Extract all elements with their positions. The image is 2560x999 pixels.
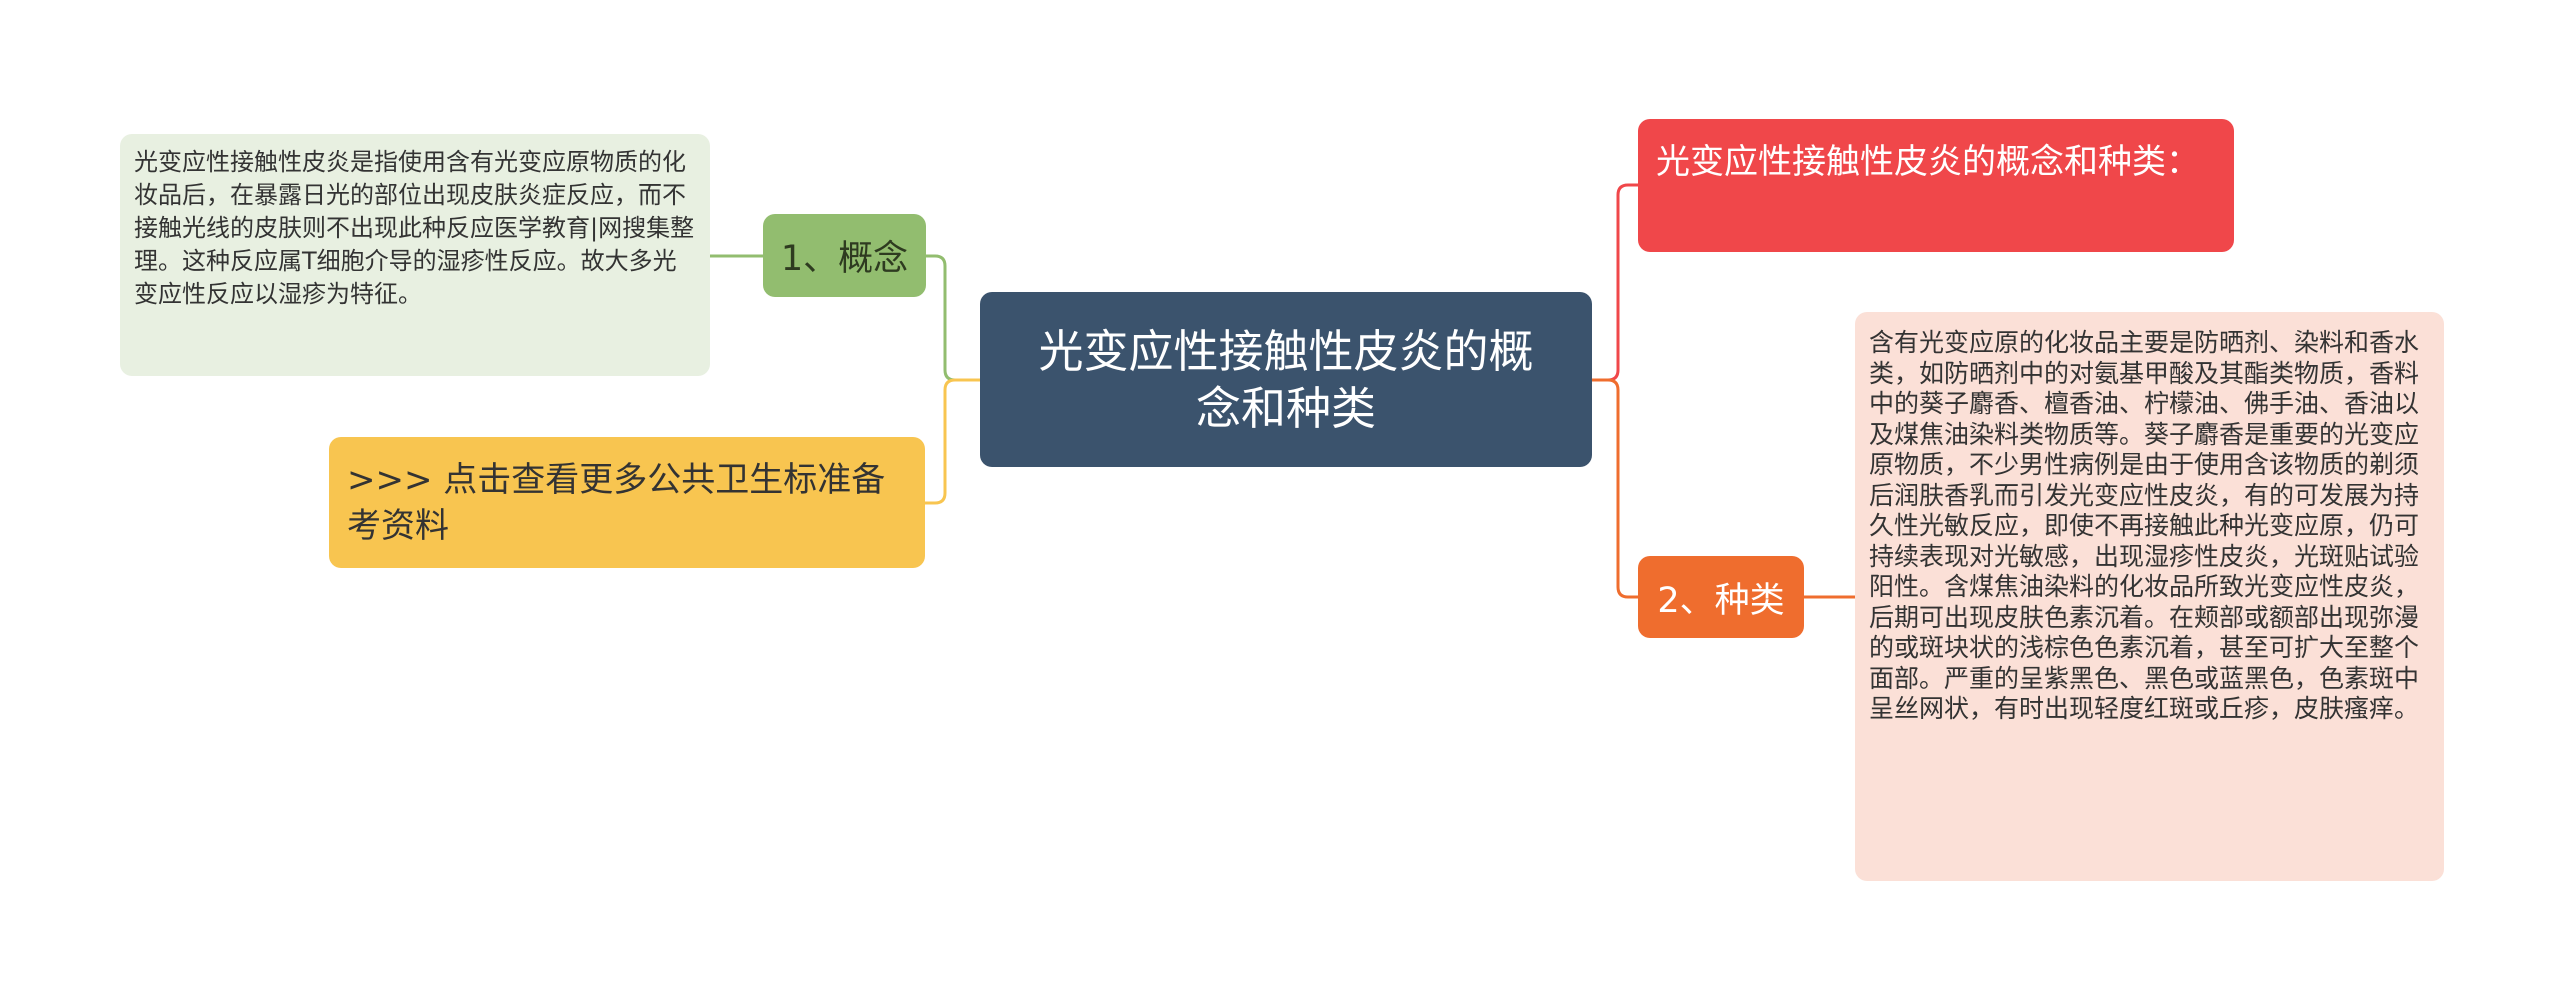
connector-center-more <box>925 378 980 505</box>
more-resources-link[interactable]: >>> 点击查看更多公共卫生标准备考资料 <box>329 437 925 568</box>
kinds-description-text: 含有光变应原的化妆品主要是防晒剂、染料和香水类，如防晒剂中的对氨基甲酸及其酯类物… <box>1869 328 2420 723</box>
more-resources-label: >>> 点击查看更多公共卫生标准备考资料 <box>347 459 886 546</box>
concept-description-text: 光变应性接触性皮炎是指使用含有光变应原物质的化妆品后，在暴露日光的部位出现皮肤炎… <box>134 148 695 308</box>
connector-center-concept <box>926 254 980 382</box>
kinds-branch-label: 2、种类 <box>1657 580 1785 621</box>
central-topic-node[interactable]: 光变应性接触性皮炎的概念和种类 <box>980 292 1592 467</box>
concept-branch-label: 1、概念 <box>780 239 909 279</box>
title-branch-label: 光变应性接触性皮炎的概念和种类： <box>1656 142 2200 182</box>
kinds-description-node[interactable]: 含有光变应原的化妆品主要是防晒剂、染料和香水类，如防晒剂中的对氨基甲酸及其酯类物… <box>1855 312 2444 881</box>
concept-branch-node[interactable]: 1、概念 <box>763 214 926 297</box>
concept-description-node[interactable]: 光变应性接触性皮炎是指使用含有光变应原物质的化妆品后，在暴露日光的部位出现皮肤炎… <box>120 134 710 376</box>
connector-center-kinds <box>1592 378 1638 599</box>
title-branch-node[interactable]: 光变应性接触性皮炎的概念和种类： <box>1638 119 2234 252</box>
connector-center-title <box>1592 183 1638 382</box>
kinds-branch-node[interactable]: 2、种类 <box>1638 556 1804 638</box>
central-topic-label: 光变应性接触性皮炎的概念和种类 <box>1038 324 1534 435</box>
